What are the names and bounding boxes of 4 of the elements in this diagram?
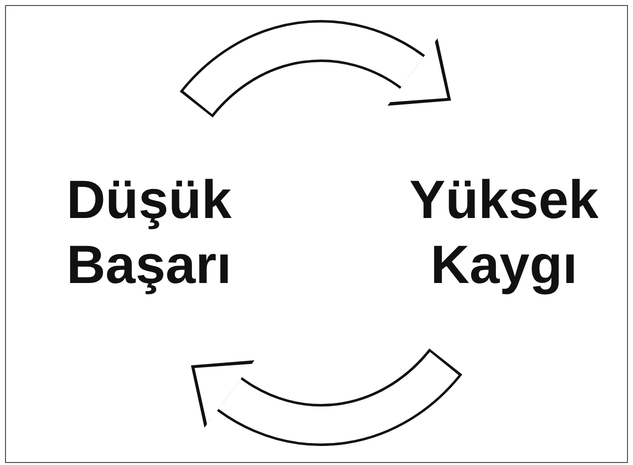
curved-block-arrow: [189, 347, 462, 446]
node-label: Düşük Başarı: [65, 169, 233, 297]
node-label: Yüksek Kaygı: [408, 169, 600, 297]
curved-block-arrow: [180, 20, 453, 119]
